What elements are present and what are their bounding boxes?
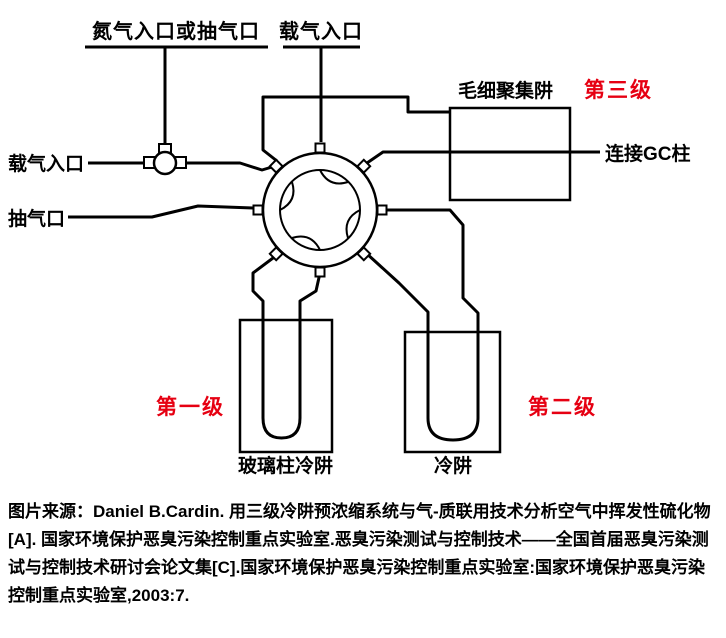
valve-passages — [279, 169, 361, 251]
capillary-trap-label: 毛细聚集阱 — [458, 79, 553, 102]
trap1-box — [238, 318, 334, 454]
caption-line: 试与控制技术研讨会论文集[C].国家环境保护恶臭污染控制重点实验室:国家环境保护… — [8, 558, 705, 577]
trap1-u-tube — [251, 253, 322, 440]
preconcentrator-diagram: 氮气入口或抽气口 载气入口 载气入口 抽气口 毛细聚集阱 第三级 连接GC柱 第… — [8, 19, 691, 477]
carrier-left-label: 载气入口 — [8, 152, 84, 175]
valve-ports — [252, 142, 388, 278]
trap1-label: 玻璃柱冷阱 — [238, 454, 333, 477]
trap2-u-tube — [364, 208, 480, 442]
trap2-box — [403, 330, 502, 454]
fitting-to-valve-line — [186, 161, 273, 172]
caption-line: 图片来源：Daniel B.Cardin. 用三级冷阱预浓缩系统与气-质联用技术… — [8, 502, 711, 521]
gc-line — [366, 150, 600, 165]
trap2-label: 冷阱 — [434, 454, 472, 477]
carrier-top-line — [283, 45, 360, 142]
nitrogen-inlet-label: 氮气入口或抽气口 — [92, 19, 260, 43]
valve-port-se — [356, 246, 372, 262]
tubing-lines — [68, 45, 600, 442]
top-loop-line — [261, 95, 451, 163]
caption-line: 控制重点实验室,2003:7. — [8, 586, 190, 605]
nitrogen-inlet-line — [85, 45, 268, 146]
valve-port-ne — [356, 158, 372, 174]
capillary-trap-box — [448, 106, 572, 202]
rotary-valve — [252, 142, 388, 278]
valve-port-nw — [268, 158, 284, 174]
pump-port-label: 抽气口 — [8, 207, 65, 230]
image-source-caption: 图片来源：Daniel B.Cardin. 用三级冷阱预浓缩系统与气-质联用技术… — [8, 498, 720, 610]
cross-fitting — [143, 143, 187, 176]
valve-port-w — [252, 204, 264, 216]
stage1-label: 第一级 — [156, 395, 225, 419]
valve-port-s — [314, 266, 326, 278]
valve-port-n — [314, 142, 326, 154]
gc-column-label: 连接GC柱 — [605, 142, 691, 165]
valve-port-e — [376, 204, 388, 216]
fitting-body — [152, 150, 178, 176]
pump-line — [68, 204, 254, 219]
stage2-label: 第二级 — [528, 395, 597, 419]
stage3-label: 第三级 — [584, 78, 653, 102]
carrier-top-label: 载气入口 — [279, 19, 363, 43]
valve-port-sw — [268, 246, 284, 262]
caption-line: [A]. 国家环境保护恶臭污染控制重点实验室.恶臭污染测试与控制技术——全国首届… — [8, 530, 709, 549]
